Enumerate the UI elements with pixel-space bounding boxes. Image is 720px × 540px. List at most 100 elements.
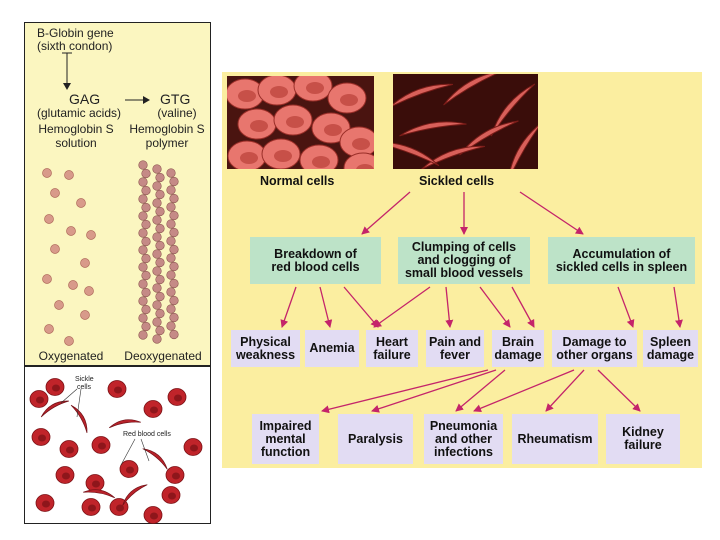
kidney-line1: Kidney xyxy=(622,425,664,439)
normal-cell-center xyxy=(324,124,342,136)
breakdown-line1: Breakdown of xyxy=(274,246,357,261)
polymer-bead xyxy=(155,223,165,234)
polymer-bead xyxy=(152,266,162,276)
flow-arrow xyxy=(361,191,411,235)
sickled-cells-photo xyxy=(393,74,538,169)
sickled-cell xyxy=(420,145,486,169)
polymer-bead xyxy=(152,181,162,191)
pneumonia-line3: infections xyxy=(433,444,494,459)
polymer-bead xyxy=(166,185,176,195)
cell-center xyxy=(172,472,180,480)
hemoglobin-dot xyxy=(64,170,74,180)
hemoglobin-dot xyxy=(44,214,54,224)
gene-label-line1: B-Globin gene xyxy=(37,26,114,40)
polymer-bead xyxy=(152,334,162,344)
cell-center xyxy=(190,444,198,452)
flow-arrow xyxy=(545,369,585,412)
flow-arrow xyxy=(597,369,641,412)
polymer-bead xyxy=(169,176,179,187)
heart-line2: failure xyxy=(373,347,411,362)
normal-cell-center xyxy=(340,94,358,106)
flow-arrow xyxy=(321,369,489,414)
sickle-cell xyxy=(109,419,141,429)
paralysis-label: Paralysis xyxy=(348,431,403,446)
polymer-bead xyxy=(141,304,151,315)
sickled-cell xyxy=(393,83,454,109)
polymer-bead xyxy=(155,325,165,336)
polymer-bead xyxy=(155,257,165,268)
sickle-cells-label-line1: Sickle xyxy=(75,376,94,383)
sickle-cell xyxy=(40,400,69,418)
hemoglobin-dot xyxy=(42,168,52,178)
normal-cells-image xyxy=(227,76,374,169)
physical-line2: weakness xyxy=(235,347,296,362)
hemoglobin-dot xyxy=(64,336,74,346)
sickle-cell xyxy=(142,448,168,470)
polymer-bead xyxy=(152,215,162,225)
polymer-bead xyxy=(155,189,165,200)
label-pointers xyxy=(60,388,150,466)
cell-center xyxy=(38,434,46,442)
sickled-cell xyxy=(490,83,536,137)
polymer-bead xyxy=(155,274,165,285)
anemia-label: Anemia xyxy=(309,341,355,355)
polymer-bead xyxy=(141,253,151,264)
sickled-cells-caption: Sickled cells xyxy=(419,174,495,188)
polymer-label-line2: polymer xyxy=(145,136,189,150)
polymer-bead xyxy=(152,164,162,174)
cell-center xyxy=(92,480,100,488)
normal-cell-center xyxy=(250,120,268,132)
blood-cells-drawing xyxy=(29,378,203,524)
pneumonia-line2: and other xyxy=(435,431,492,446)
codon-gag: GAG xyxy=(69,91,101,107)
cell-center xyxy=(126,466,134,474)
hemoglobin-dot xyxy=(42,274,52,284)
polymer-bead xyxy=(138,177,148,187)
polymer-bead xyxy=(166,168,176,178)
polymer-bead xyxy=(152,300,162,310)
flow-arrow xyxy=(519,191,584,235)
hemoglobin-dot xyxy=(54,300,64,310)
flow-arrow xyxy=(371,369,497,413)
pain-line1: Pain and xyxy=(428,334,482,349)
polymer-bead xyxy=(141,185,151,196)
polymer-bead xyxy=(138,211,148,221)
cell-center xyxy=(88,504,96,512)
polymer-bead xyxy=(169,329,179,340)
brain-line2: damage xyxy=(494,347,542,362)
polymer-bead xyxy=(166,202,176,212)
solution-label-line1: Hemoglobin S xyxy=(38,122,114,136)
cell-center xyxy=(168,492,176,500)
polymer-bead xyxy=(155,240,165,251)
impaired-line2: mental xyxy=(265,431,306,446)
hemoglobin-panel: B-Globin gene (sixth condon) GAG (glutam… xyxy=(24,22,211,366)
normal-cell-center xyxy=(274,150,292,162)
sickled-cell xyxy=(399,121,467,137)
kidney-line2: failure xyxy=(624,438,662,452)
polymer-bead xyxy=(166,219,176,229)
codon-gtg: GTG xyxy=(160,91,191,107)
physical-line1: Physical xyxy=(240,334,291,349)
polymer-bead xyxy=(138,245,148,255)
polymer-bead xyxy=(152,249,162,259)
normal-cells-photo xyxy=(227,76,374,169)
polymer-bead xyxy=(169,261,179,272)
flow-arrow xyxy=(319,286,333,328)
gene-label-line2: (sixth condon) xyxy=(37,39,113,53)
cell-center xyxy=(66,446,74,454)
pain-line2: fever xyxy=(440,347,470,362)
sickled-cell xyxy=(507,122,538,169)
hemoglobin-dot xyxy=(86,230,96,240)
sickle-cells-label-line2: cells xyxy=(77,384,92,391)
hemoglobin-dot xyxy=(50,188,60,198)
